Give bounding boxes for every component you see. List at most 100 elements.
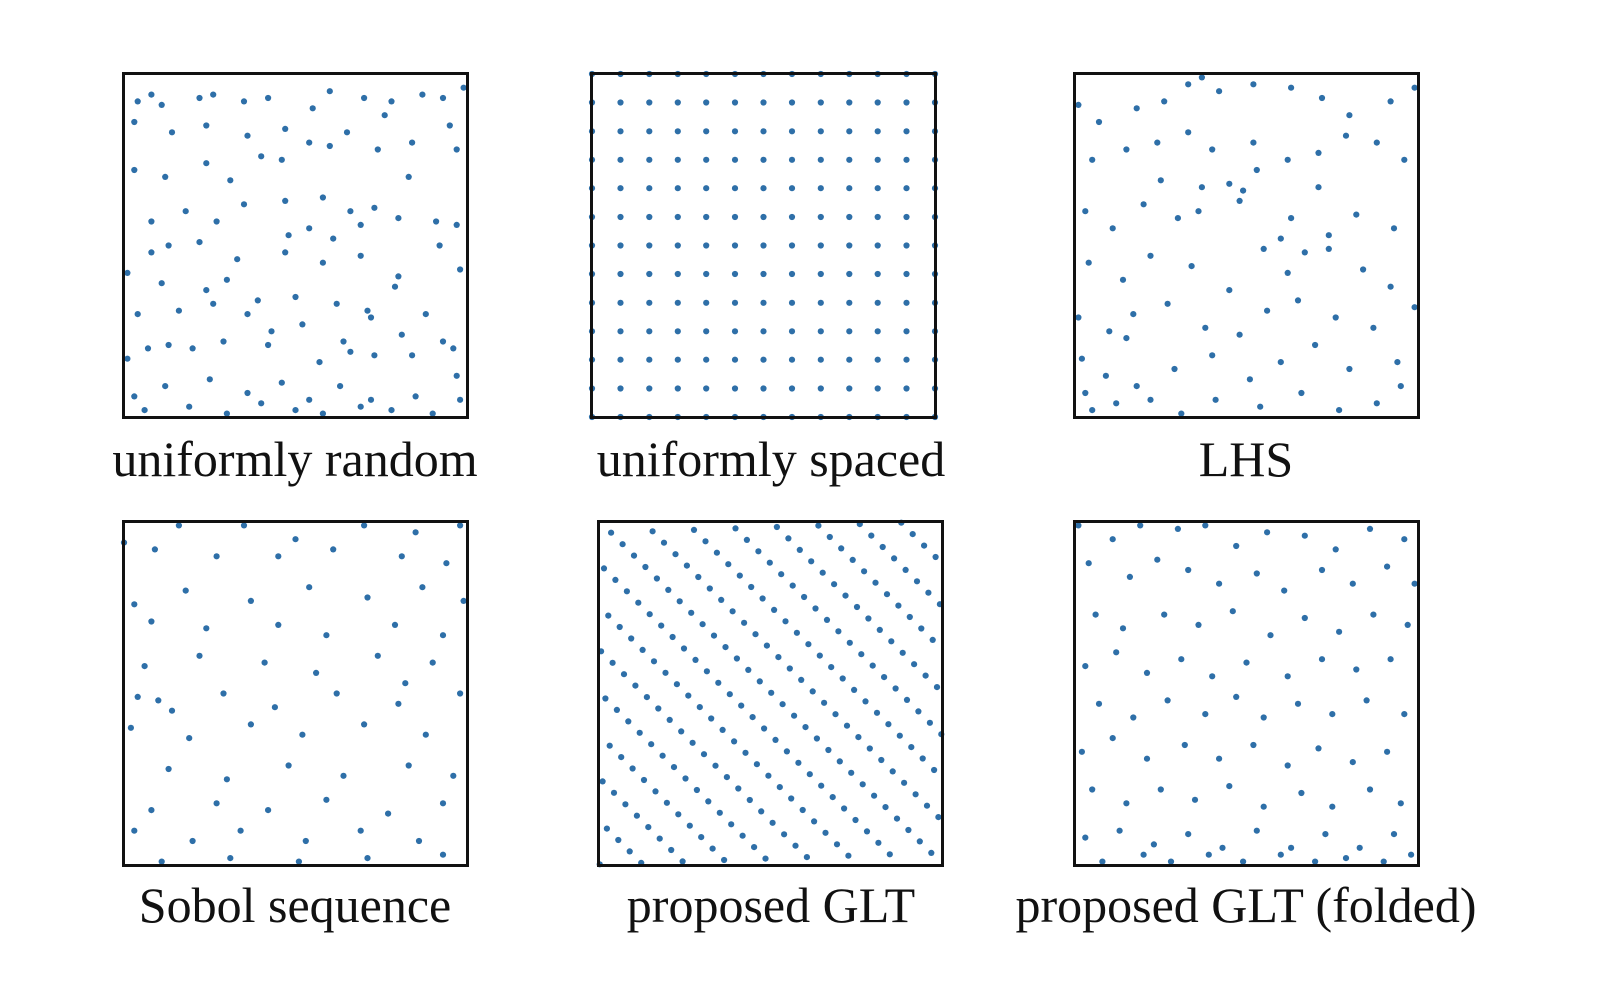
data-point xyxy=(912,791,919,798)
data-point xyxy=(1264,529,1271,536)
data-point xyxy=(816,652,823,659)
data-point xyxy=(1240,858,1247,865)
data-point xyxy=(721,856,728,864)
data-point xyxy=(398,331,405,338)
data-point xyxy=(902,566,909,573)
data-point xyxy=(874,99,881,106)
data-point xyxy=(662,669,669,676)
data-point xyxy=(783,748,790,755)
data-point xyxy=(760,185,767,192)
data-point xyxy=(299,321,306,328)
data-point xyxy=(275,621,282,628)
data-point xyxy=(749,714,756,721)
data-point xyxy=(663,799,670,806)
data-point xyxy=(676,598,683,605)
data-point xyxy=(1387,98,1394,105)
data-point xyxy=(883,591,891,598)
data-point xyxy=(1089,156,1096,163)
data-point xyxy=(1143,669,1151,676)
data-point xyxy=(646,99,653,106)
data-point xyxy=(395,700,402,707)
data-point xyxy=(1161,98,1168,105)
data-point xyxy=(935,814,942,821)
data-point xyxy=(933,684,941,691)
data-point xyxy=(1346,365,1353,373)
data-point xyxy=(1236,331,1243,338)
data-point xyxy=(698,834,705,841)
data-point xyxy=(843,722,851,729)
data-point xyxy=(674,213,681,221)
data-point xyxy=(846,270,853,278)
data-point xyxy=(1167,858,1175,865)
data-point xyxy=(1277,235,1284,242)
data-point xyxy=(612,576,619,583)
data-point xyxy=(795,759,802,766)
data-point xyxy=(1342,132,1350,139)
data-point xyxy=(282,249,289,256)
data-point xyxy=(703,270,710,278)
data-point xyxy=(762,855,769,862)
panel-caption-uniformly-random: uniformly random xyxy=(112,431,478,487)
data-point xyxy=(874,270,881,278)
data-point xyxy=(1260,714,1267,721)
data-point xyxy=(639,646,646,653)
data-point xyxy=(1185,831,1192,838)
data-point xyxy=(759,595,766,602)
data-point xyxy=(853,603,861,611)
scatter-panel-uniformly-spaced xyxy=(588,70,939,421)
data-point xyxy=(874,328,881,335)
data-point xyxy=(333,300,340,307)
data-point xyxy=(186,735,193,742)
data-point xyxy=(405,173,412,180)
data-point xyxy=(928,849,935,856)
data-point xyxy=(788,385,796,392)
data-point xyxy=(801,593,808,601)
data-point xyxy=(1095,700,1103,707)
plot-frame xyxy=(122,72,469,419)
data-point xyxy=(429,659,436,666)
data-point xyxy=(603,825,610,832)
data-point xyxy=(918,625,925,632)
data-point xyxy=(1185,566,1192,574)
data-point xyxy=(865,615,872,622)
data-point xyxy=(412,393,419,400)
data-point xyxy=(292,536,299,543)
data-point xyxy=(1387,283,1394,290)
data-point xyxy=(1188,263,1195,270)
data-point xyxy=(845,852,852,859)
data-point xyxy=(679,858,686,865)
data-point xyxy=(866,745,873,752)
data-point xyxy=(855,734,862,741)
plot-frame xyxy=(1073,520,1420,867)
data-point xyxy=(731,738,738,745)
data-point xyxy=(669,633,676,641)
data-point xyxy=(861,568,868,575)
data-point xyxy=(124,269,131,276)
data-point xyxy=(826,533,833,541)
data-point xyxy=(846,185,853,192)
data-point xyxy=(158,101,165,108)
data-point xyxy=(395,215,402,222)
data-point xyxy=(752,631,759,638)
data-point xyxy=(319,194,326,201)
data-point xyxy=(367,314,375,321)
data-point xyxy=(1253,827,1260,834)
data-point xyxy=(1126,573,1133,580)
data-point xyxy=(1397,383,1404,390)
data-point xyxy=(700,751,708,758)
data-point xyxy=(630,552,638,559)
data-point xyxy=(703,328,710,335)
data-point xyxy=(788,99,796,106)
data-point xyxy=(323,796,330,803)
data-point xyxy=(1216,88,1223,95)
data-point xyxy=(788,185,796,192)
data-point xyxy=(1318,566,1326,574)
data-point xyxy=(323,632,330,639)
data-point xyxy=(791,712,798,719)
data-point xyxy=(903,242,910,249)
data-point xyxy=(706,585,713,592)
data-point xyxy=(1095,118,1103,126)
data-point xyxy=(811,818,818,825)
data-point xyxy=(609,659,616,666)
data-point xyxy=(1209,673,1216,680)
